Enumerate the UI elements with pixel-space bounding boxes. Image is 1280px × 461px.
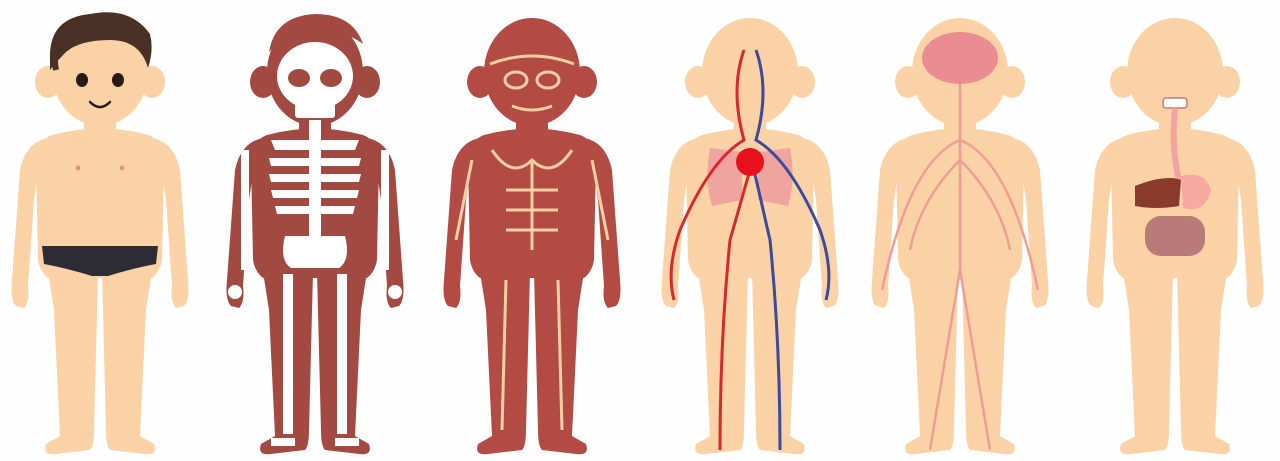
right-eye-socket <box>320 69 342 87</box>
jaw <box>295 102 335 118</box>
left-eye <box>76 73 88 87</box>
figure-muscles <box>444 18 621 454</box>
figure-digestion <box>1087 18 1264 454</box>
figure-circulation <box>662 18 839 454</box>
body-silhouette <box>662 18 839 454</box>
figure-outer-body <box>12 12 189 454</box>
body-silhouette <box>12 18 189 454</box>
leg-bones <box>271 274 359 446</box>
mouth <box>1163 98 1187 108</box>
figure-nerves <box>872 18 1049 454</box>
right-nipple <box>120 166 125 171</box>
right-eye <box>112 73 124 87</box>
left-eye-socket <box>288 69 310 87</box>
brain <box>922 32 998 84</box>
left-nipple <box>76 166 81 171</box>
intestines <box>1145 216 1205 256</box>
figure-skeleton <box>227 14 404 454</box>
heart <box>736 148 764 176</box>
